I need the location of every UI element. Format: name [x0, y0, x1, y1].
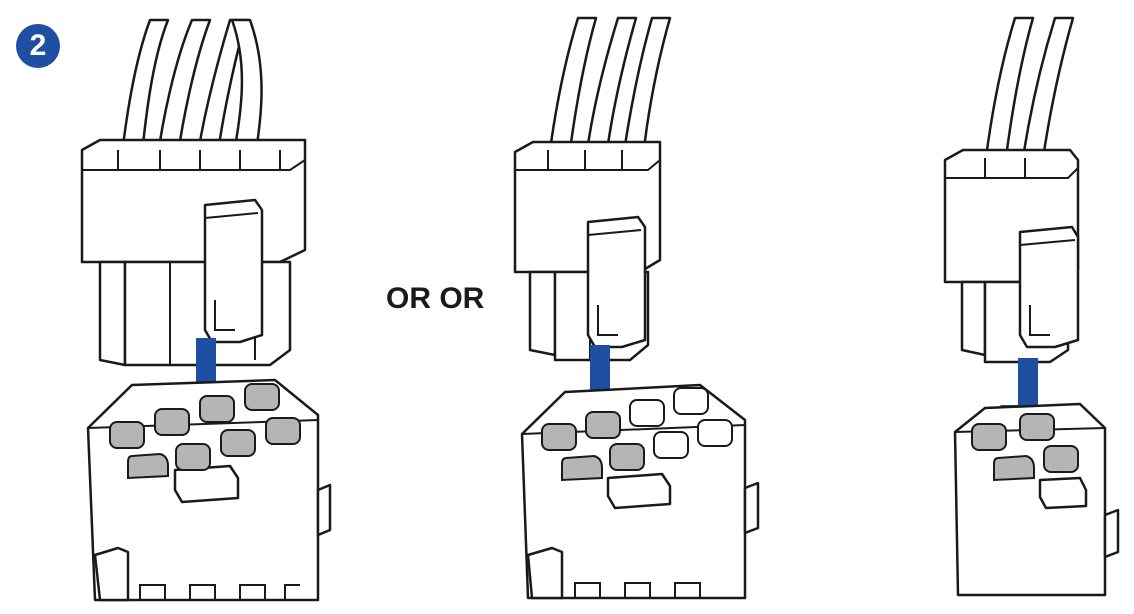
- connector-4-pin: [943, 16, 1120, 597]
- plug-housing-8-pin: [80, 138, 307, 367]
- receptacle-4-pin: [953, 402, 1120, 597]
- receptacle-6-pin: [520, 383, 760, 600]
- step-number-badge: 2: [16, 24, 60, 68]
- connector-6-pin: [513, 16, 760, 600]
- plug-housing-4-pin: [943, 148, 1080, 364]
- cables-6-pin: [546, 16, 672, 167]
- or-separator-label: OR OR: [386, 282, 485, 315]
- connector-8-pin: [80, 18, 332, 602]
- cables-4-pin: [983, 16, 1075, 167]
- plug-housing-6-pin: [513, 140, 662, 362]
- cables-8-pin: [118, 18, 263, 177]
- receptacle-8-pin: [86, 378, 332, 602]
